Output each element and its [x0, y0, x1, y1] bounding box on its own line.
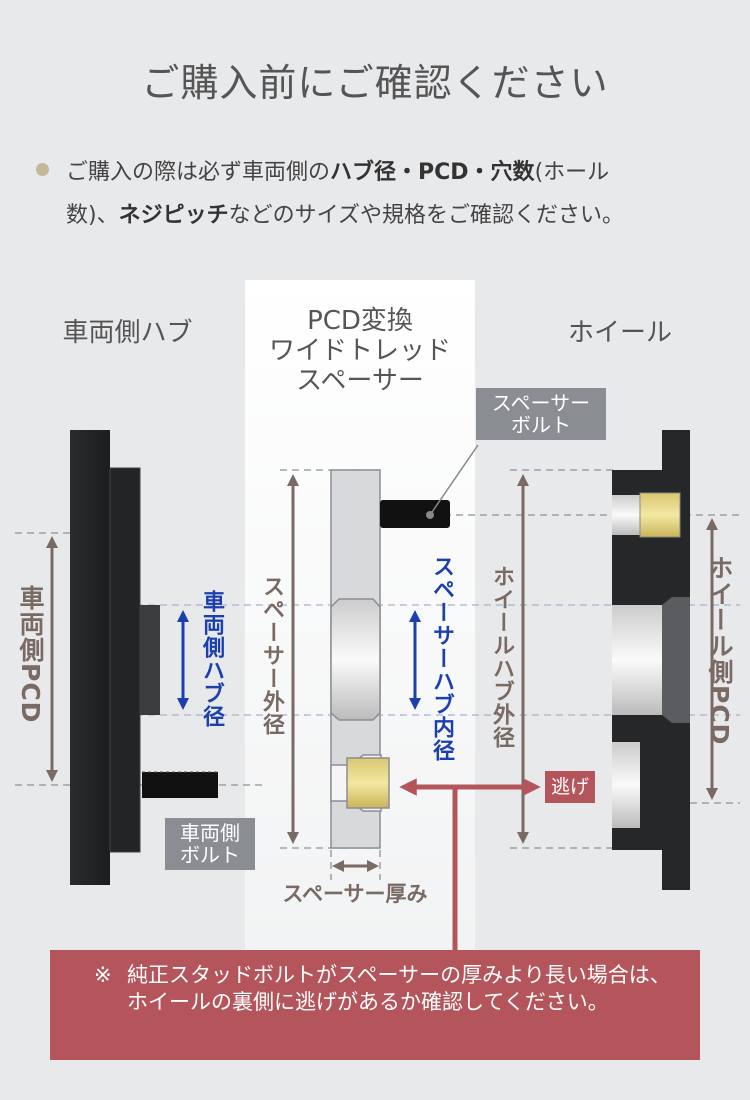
vehicle-hub-shape	[70, 430, 160, 885]
spacer-title-label: PCD変換ワイドトレッドスペーサー	[268, 306, 451, 396]
vehicle-bolt-shape	[142, 771, 218, 798]
notice-line-1: ご購入の際は必ず車両側のハブ径・PCD・穴数(ホール	[66, 160, 610, 185]
note-box: ※ 純正スタッドボルトがスペーサーの厚みより長い場合は、ホイールの裏側に逃げがあ…	[50, 950, 700, 1060]
spacer-hub-inner-diameter-label: スペーサーハブ内径	[429, 555, 454, 762]
vehicle-hub-label: 車両側ハブ	[62, 318, 193, 348]
vehicle-hub-diameter-label: 車両側ハブ径	[199, 590, 224, 728]
wheel-label: ホイール	[567, 318, 672, 348]
spacer-shape	[330, 469, 390, 849]
spacer-outer-diameter-label: スペーサー外径	[259, 575, 284, 736]
spacer-thickness-label: スペーサー厚み	[282, 882, 428, 906]
clearance-label: 逃げ	[545, 771, 596, 803]
wheel-pcd-label: ホイール側PCD	[705, 555, 734, 746]
vehicle-bolt-label: 車両側ボルト	[165, 818, 255, 870]
spacer-bolt-label: スペーサーボルト	[476, 388, 606, 440]
vehicle-pcd-label: 車両側PCD	[16, 585, 45, 724]
notice-line-2: 数)、ネジピッチなどのサイズや規格をご確認ください。	[66, 203, 624, 228]
note-mark: ※	[94, 963, 112, 987]
wheel-hub-outer-diameter-label: ホイールハブ外径	[489, 565, 514, 749]
bullet-icon	[36, 163, 49, 176]
wheel-shape	[612, 430, 690, 890]
dimension-arrows	[46, 474, 718, 952]
page-title: ご購入前にご確認ください	[141, 61, 609, 105]
note-text: 純正スタッドボルトがスペーサーの厚みより長い場合は、ホイールの裏側に逃げがあるか…	[127, 963, 671, 1014]
spacer-bolt-shape	[380, 444, 479, 528]
